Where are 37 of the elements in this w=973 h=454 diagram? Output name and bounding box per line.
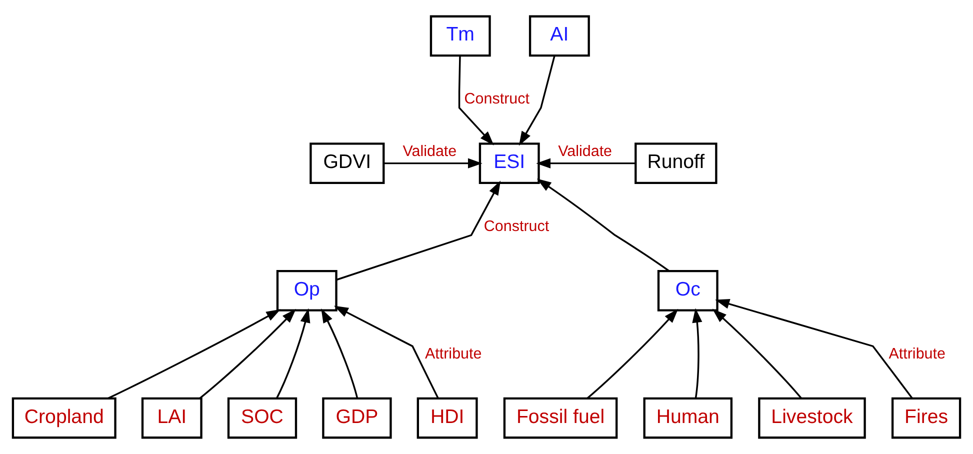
node-box: GDP: [322, 397, 392, 439]
edge-label: Attribute: [424, 345, 482, 362]
edge-label: Validate: [558, 142, 612, 160]
node-box: HDI: [416, 397, 478, 439]
arrow: [336, 180, 501, 281]
edge-label: Validate: [402, 142, 457, 160]
node-box: GDVI: [310, 142, 385, 184]
node-box: SOC: [227, 397, 298, 439]
node-box: Fossil fuel: [503, 397, 618, 439]
node-box: Oc: [657, 270, 718, 312]
arrow: [199, 308, 296, 399]
node-box: LAI: [141, 397, 202, 439]
node-box: Op: [276, 270, 338, 312]
node-box: Tm: [430, 15, 491, 57]
arrow: [692, 308, 702, 398]
arrow: [518, 55, 556, 146]
arrow: [384, 158, 482, 168]
arrow: [536, 178, 670, 272]
node-box: Human: [643, 397, 733, 439]
node-box: Cropland: [12, 397, 116, 439]
arrow: [108, 309, 281, 400]
node-box: Fires: [891, 397, 962, 439]
arrow: [458, 56, 494, 146]
node-box: Livestock: [758, 397, 866, 439]
arrow: [712, 308, 802, 399]
node-box: ESI: [478, 142, 540, 184]
edge-label: Attribute: [888, 345, 946, 362]
arrow: [586, 308, 678, 399]
arrow: [715, 299, 913, 399]
edge-label: Construct: [484, 218, 550, 236]
arrow: [276, 308, 310, 399]
node-box: Runoff: [634, 142, 718, 184]
arrow: [334, 306, 439, 399]
node-box: AI: [528, 15, 590, 57]
arrow: [321, 308, 358, 398]
arrow: [536, 158, 636, 168]
edge-label: Construct: [464, 90, 530, 108]
